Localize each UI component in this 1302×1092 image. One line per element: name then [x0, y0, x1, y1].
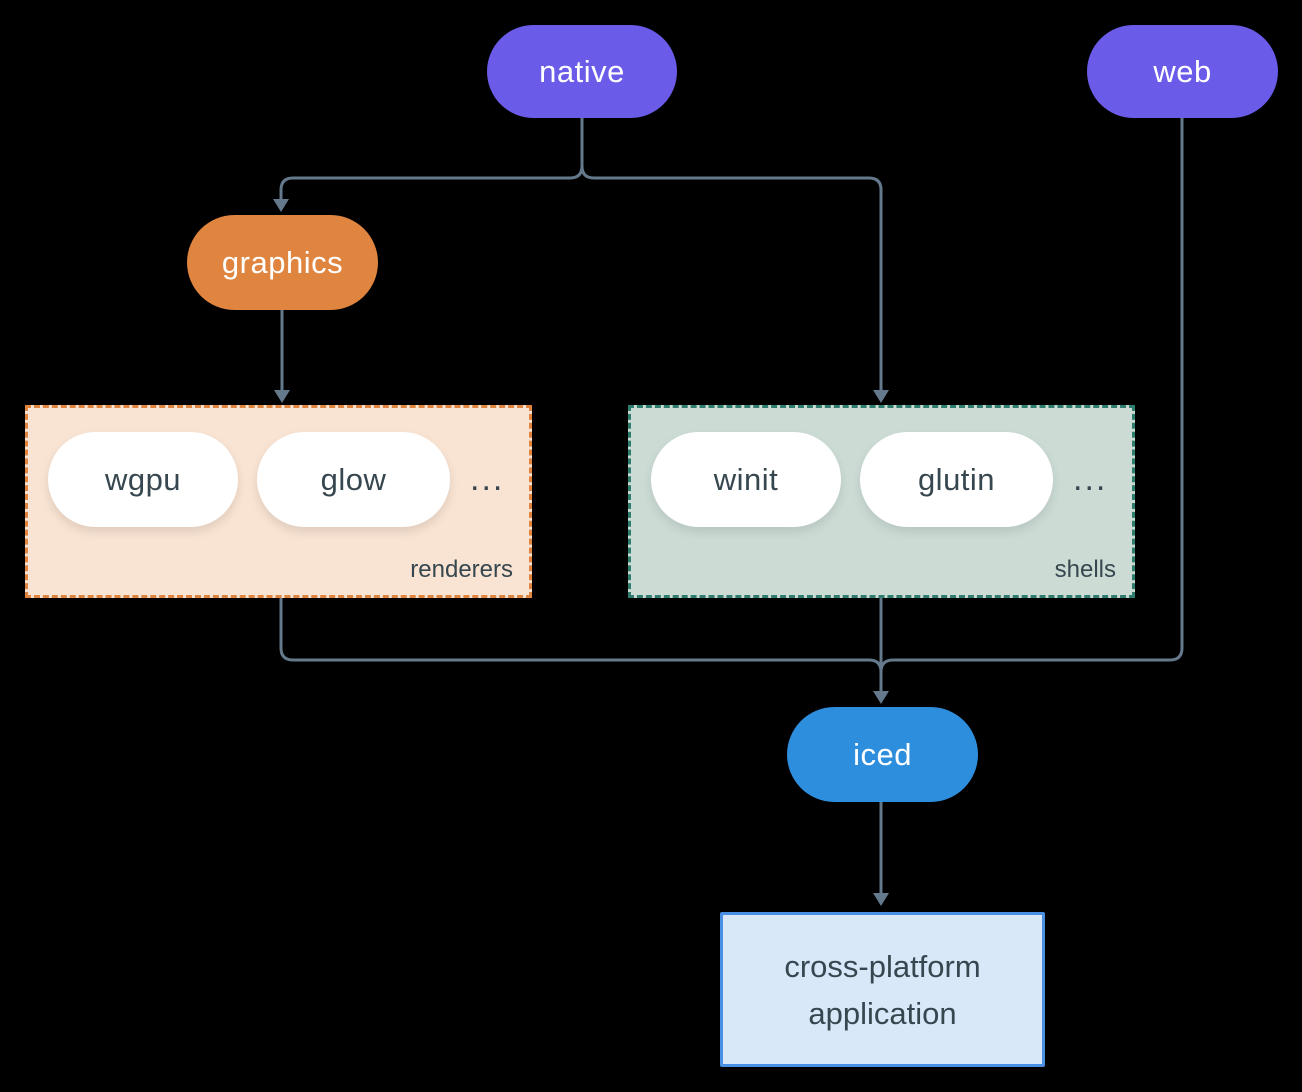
edge-native-to-shells: [580, 118, 883, 391]
node-winit-label: winit: [713, 461, 779, 497]
node-glow: glow: [257, 432, 450, 527]
renderers-group-label: renderers: [410, 556, 513, 583]
node-iced-label: iced: [853, 736, 912, 772]
app-label-line2: application: [808, 995, 957, 1031]
node-glutin: glutin: [860, 432, 1053, 527]
node-glutin-label: glutin: [917, 461, 996, 497]
arrowhead-iced: [873, 691, 889, 704]
arrowhead-graphics: [273, 199, 289, 212]
group-shells: winit glutin ... shells: [628, 405, 1135, 598]
node-graphics-label: graphics: [221, 244, 344, 280]
app-label-line1: cross-platform: [784, 948, 981, 984]
arrowhead-app: [873, 893, 889, 906]
shells-group-label: shells: [1054, 556, 1116, 583]
edge-renderers-to-iced: [279, 598, 883, 673]
edge-native-to-graphics: [279, 118, 584, 200]
node-native: native: [487, 25, 677, 118]
group-renderers: wgpu glow ... renderers: [25, 405, 532, 598]
node-graphics: graphics: [187, 215, 378, 310]
node-wgpu: wgpu: [48, 432, 238, 527]
arrowhead-renderers: [274, 390, 290, 403]
renderers-ellipsis: ...: [470, 460, 505, 498]
node-iced: iced: [787, 707, 978, 802]
node-web: web: [1087, 25, 1278, 118]
node-winit: winit: [651, 432, 841, 527]
node-glow-label: glow: [320, 461, 387, 497]
node-web-label: web: [1153, 53, 1212, 89]
node-cross-platform-application: cross-platform application: [720, 912, 1045, 1067]
node-wgpu-label: wgpu: [104, 461, 182, 497]
arrowhead-shells: [873, 390, 889, 403]
node-native-label: native: [539, 53, 625, 89]
shells-ellipsis: ...: [1073, 460, 1108, 498]
